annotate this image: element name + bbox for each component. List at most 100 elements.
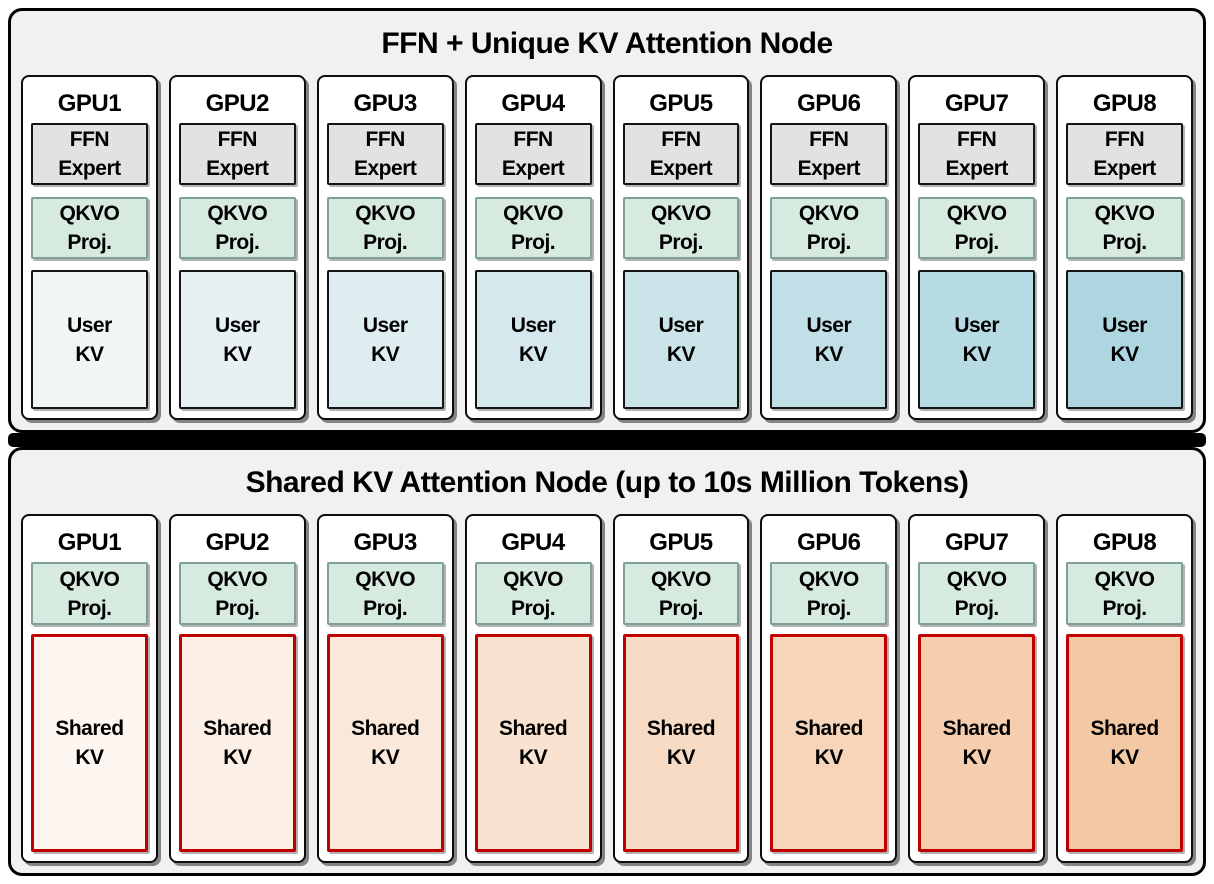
ffn-expert-box: FFN Expert [918,123,1036,185]
user-kv-box: User KV [918,270,1036,409]
ffn-expert-line-1: FFN [809,128,849,151]
shared-kv-line-2: KV [75,746,104,769]
user-kv-line-2: KV [962,342,992,366]
shared-kv-box: Shared KV [474,634,592,852]
qkvo-proj-line-1: QKVO [59,567,120,591]
gpu-card: GPU5 FFN Expert QKVO Proj. User KV [612,75,750,420]
gpu-card: GPU5 QKVO Proj. Shared KV [612,514,750,863]
gpu-label: GPU8 [1092,529,1157,556]
qkvo-proj-box: QKVO Proj. [474,562,592,625]
gpu-card: GPU6 FFN Expert QKVO Proj. User KV [760,75,898,420]
qkvo-proj-box: QKVO Proj. [1066,197,1183,259]
qkvo-proj-line-2: Proj. [363,596,408,620]
user-kv-box: User KV [474,270,592,409]
user-kv-line-1: User [954,313,1000,337]
shared-kv-line-2: KV [518,746,548,769]
user-kv-line-2: KV [75,342,104,366]
user-kv-line-2: KV [518,342,548,366]
gpu-label: GPU6 [797,529,861,556]
ffn-expert-line-1: FFN [1104,128,1145,151]
gpu-label: GPU6 [797,90,861,117]
shared-kv-line-2: KV [814,746,844,769]
shared-kv-box: Shared KV [178,634,296,852]
qkvo-proj-box: QKVO Proj. [622,197,740,259]
user-kv-box: User KV [31,270,148,409]
qkvo-proj-line-2: Proj. [658,596,704,620]
gpu-card: GPU4 QKVO Proj. Shared KV [464,514,602,863]
qkvo-proj-box: QKVO Proj. [918,562,1036,625]
ffn-unique-kv-attention-node-panel: FFN + Unique KV Attention Node GPU1 FFN … [8,8,1206,433]
gpu-label: GPU7 [945,529,1009,556]
qkvo-proj-line-2: Proj. [954,231,1000,254]
user-kv-box: User KV [178,270,296,409]
user-kv-box: User KV [622,270,740,409]
gpu-label: GPU4 [501,90,565,117]
qkvo-proj-line-1: QKVO [651,567,711,591]
ffn-expert-box: FFN Expert [326,123,444,185]
qkvo-proj-line-2: Proj. [954,596,1000,620]
qkvo-proj-line-2: Proj. [363,231,408,254]
user-kv-line-2: KV [1110,342,1139,366]
ffn-expert-box: FFN Expert [1066,123,1183,185]
shared-kv-attention-node-panel: Shared KV Attention Node (up to 10s Mill… [8,447,1206,876]
gpu-label: GPU8 [1092,90,1157,117]
top-panel-title: FFN + Unique KV Attention Node [381,27,833,60]
shared-kv-line-2: KV [1110,746,1139,769]
user-kv-line-2: KV [371,342,400,366]
gpu-card: GPU3 FFN Expert QKVO Proj. User KV [316,75,454,420]
qkvo-proj-line-2: Proj. [806,231,852,254]
user-kv-line-1: User [806,313,852,337]
qkvo-proj-line-1: QKVO [59,202,120,225]
gpu-label: GPU3 [353,90,418,117]
user-kv-box: User KV [1066,270,1183,409]
user-kv-line-2: KV [814,342,844,366]
ffn-expert-box: FFN Expert [770,123,888,185]
ffn-expert-box: FFN Expert [474,123,592,185]
gpu-card: GPU7 QKVO Proj. Shared KV [908,514,1046,863]
shared-kv-line-2: KV [371,746,400,769]
qkvo-proj-line-2: Proj. [1102,231,1147,254]
qkvo-proj-line-1: QKVO [207,567,268,591]
qkvo-proj-line-1: QKVO [355,567,416,591]
ffn-expert-box: FFN Expert [622,123,740,185]
shared-kv-box: Shared KV [622,634,740,852]
qkvo-proj-line-2: Proj. [510,231,556,254]
shared-kv-box: Shared KV [770,634,888,852]
gpu-card: GPU2 QKVO Proj. Shared KV [168,514,306,863]
ffn-expert-line-2: Expert [797,157,861,180]
user-kv-line-1: User [362,313,408,337]
bottom-gpu-cards-row: GPU1 QKVO Proj. Shared KV GPU2 QKVO Proj… [21,514,1193,863]
ffn-expert-line-2: Expert [1093,157,1156,180]
shared-kv-box: Shared KV [326,634,444,852]
panel-divider [8,433,1206,447]
qkvo-proj-line-2: Proj. [1102,596,1147,620]
gpu-label: GPU5 [649,90,713,117]
qkvo-proj-box: QKVO Proj. [918,197,1036,259]
qkvo-proj-box: QKVO Proj. [1066,562,1183,625]
user-kv-box: User KV [770,270,888,409]
shared-kv-line-1: Shared [55,717,124,740]
qkvo-proj-line-2: Proj. [510,596,556,620]
qkvo-proj-line-2: Proj. [215,231,260,254]
gpu-card: GPU4 FFN Expert QKVO Proj. User KV [464,75,602,420]
qkvo-proj-line-1: QKVO [355,202,416,225]
shared-kv-line-2: KV [223,746,252,769]
qkvo-proj-line-1: QKVO [503,567,563,591]
user-kv-line-1: User [214,313,260,337]
gpu-label: GPU2 [205,90,270,117]
qkvo-proj-box: QKVO Proj. [178,562,296,625]
shared-kv-box: Shared KV [1066,634,1183,852]
gpu-card: GPU8 QKVO Proj. Shared KV [1056,514,1193,863]
qkvo-proj-line-1: QKVO [651,202,711,225]
ffn-expert-line-1: FFN [365,128,406,151]
ffn-expert-box: FFN Expert [31,123,148,185]
user-kv-line-1: User [510,313,556,337]
user-kv-line-2: KV [666,342,696,366]
shared-kv-line-1: Shared [646,717,716,740]
user-kv-line-1: User [1102,313,1147,337]
qkvo-proj-line-1: QKVO [946,567,1007,591]
qkvo-proj-box: QKVO Proj. [31,562,148,625]
ffn-expert-line-1: FFN [957,128,997,151]
qkvo-proj-line-2: Proj. [215,596,260,620]
